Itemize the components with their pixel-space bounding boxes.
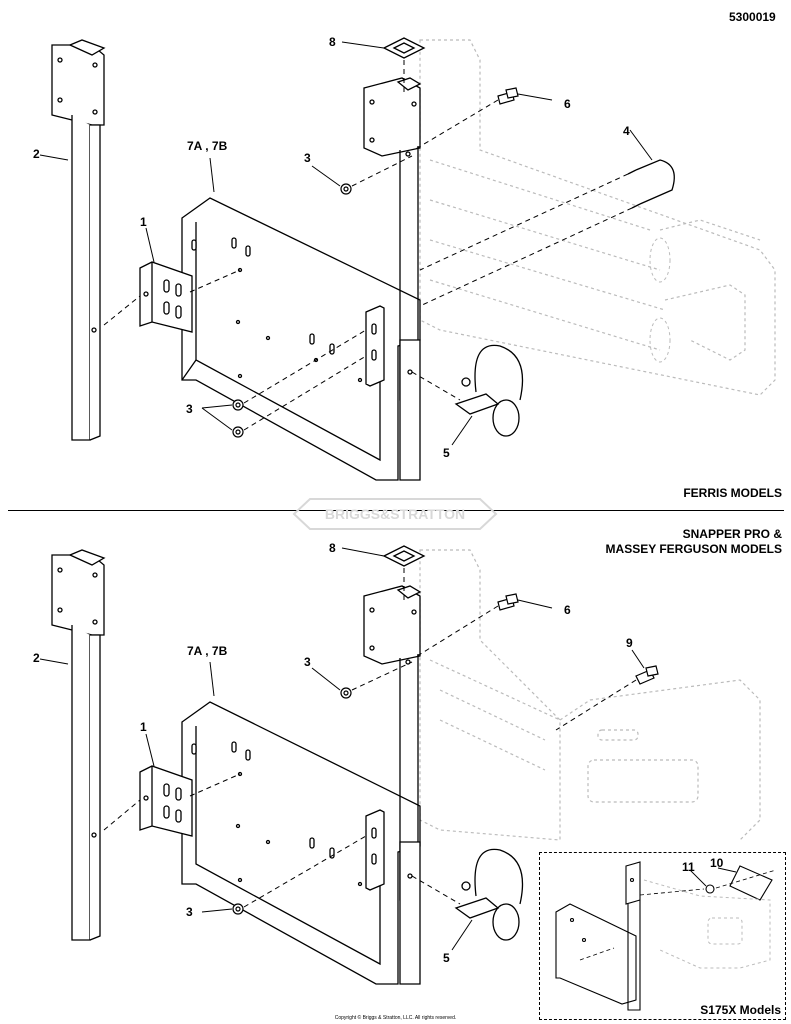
callout-6-bottom: 6 [564,603,571,617]
copyright-notice: Copyright © Briggs & Stratton, LLC. All … [334,1015,457,1021]
callout-8-top: 8 [329,35,336,49]
brand-watermark-logo: BRIGGS&STRATTON [292,498,498,530]
callout-10-inset: 10 [710,856,724,870]
callout-6-top: 6 [564,97,571,111]
callout-3b-top: 3 [186,402,193,416]
callout-3a-top: 3 [304,151,311,165]
callout-5-top: 5 [443,446,450,460]
callout-7a-7b-bottom: 7A , 7B [187,644,228,658]
callout-8-bottom: 8 [329,541,336,555]
ferris-models-label: FERRIS MODELS [683,486,782,500]
s175x-inset-frame [539,852,786,1020]
callout-7a-7b-top: 7A , 7B [187,139,228,153]
s175x-models-label: S175X Models [700,1003,781,1017]
svg-text:BRIGGS&STRATTON: BRIGGS&STRATTON [325,506,465,522]
callout-5-bottom: 5 [443,951,450,965]
callout-9-bottom: 9 [626,636,633,650]
massey-ferguson-label: MASSEY FERGUSON MODELS [605,542,782,556]
part-number: 5300019 [729,10,776,24]
callout-1-bottom: 1 [140,720,147,734]
callout-4-top: 4 [623,124,630,138]
callout-11-inset: 11 [682,860,695,874]
snapper-pro-label: SNAPPER PRO & [682,527,782,541]
callout-2-top: 2 [33,147,40,161]
callout-3b-bottom: 3 [186,905,193,919]
section-divider [8,510,784,511]
callout-1-top: 1 [140,215,147,229]
callout-2-bottom: 2 [33,651,40,665]
callout-3a-bottom: 3 [304,655,311,669]
